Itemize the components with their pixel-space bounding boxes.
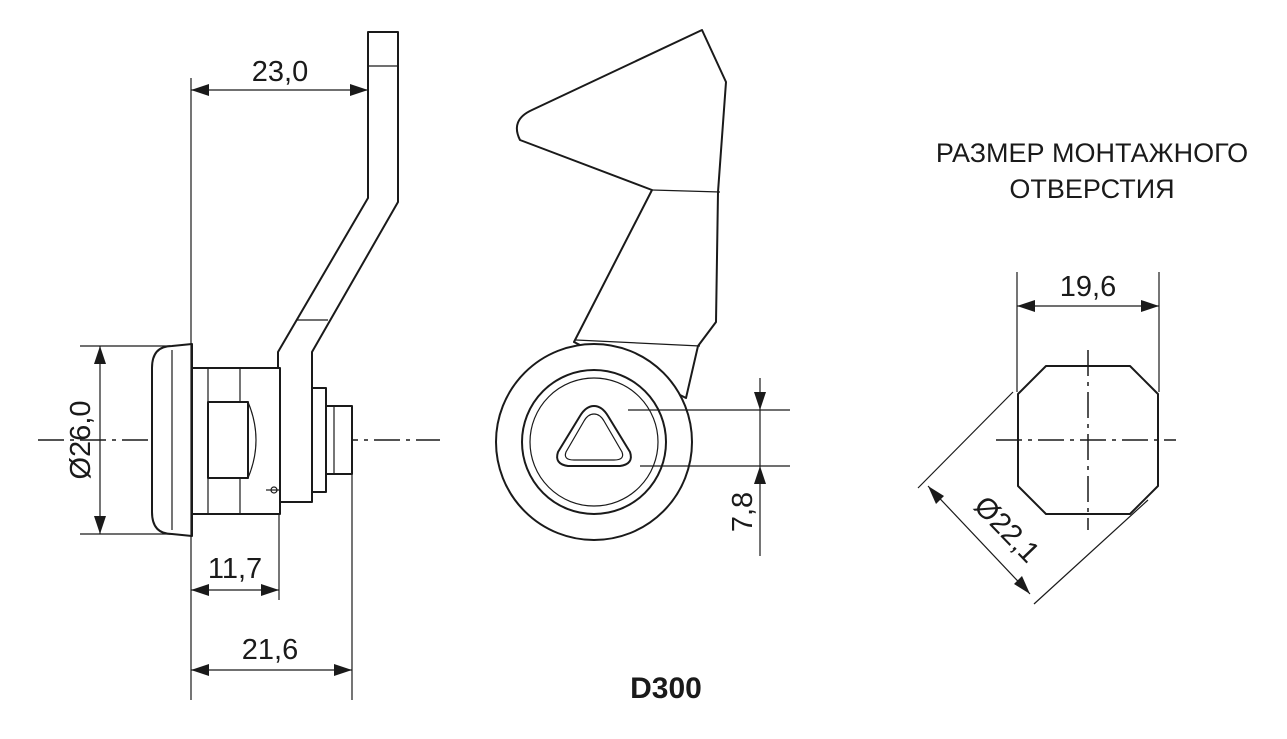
mounting-hole-title-line2: ОТВЕРСТИЯ — [1009, 174, 1174, 204]
mounting-hole-title-line1: РАЗМЕР МОНТАЖНОГО — [936, 138, 1248, 168]
arrow — [334, 664, 352, 676]
arrow — [928, 486, 944, 504]
dim-hole-diameter-line — [927, 485, 1031, 595]
dim-total-length-label: 21,6 — [242, 634, 298, 666]
dim-body-length-label: 11,7 — [208, 553, 262, 585]
dim-lever-offset-label: 23,0 — [252, 56, 308, 88]
ext-dia-2 — [1033, 499, 1149, 605]
triangle-key-inner — [564, 413, 624, 461]
dim-body-diameter-label: Ø26,0 — [65, 401, 97, 480]
lever-hook — [516, 29, 727, 399]
arrow — [94, 346, 106, 364]
arrow — [191, 84, 209, 96]
hex-nut — [207, 401, 249, 479]
screw-washer — [311, 387, 327, 493]
triangle-key-icon — [556, 405, 632, 467]
cylinder-key-circle — [529, 377, 659, 507]
lever-side — [277, 31, 399, 503]
ext-dia-1 — [917, 391, 1014, 489]
arrow — [191, 584, 209, 596]
mounting-hole-view: РАЗМЕР МОНТАЖНОГО ОТВЕРСТИЯ 19,6 Ø22,1 — [917, 138, 1248, 605]
arrow — [191, 664, 209, 676]
hook-line-2 — [575, 339, 701, 347]
arrow — [1014, 576, 1030, 594]
arrow — [754, 466, 766, 484]
arrow — [1141, 300, 1159, 312]
screw-head — [325, 405, 353, 475]
model-label: D300 — [630, 672, 702, 705]
arrow — [94, 516, 106, 534]
side-view: 23,0 Ø26,0 11,7 21,6 — [38, 31, 440, 700]
lug-pin — [270, 486, 278, 494]
arrow — [1017, 300, 1035, 312]
hex-nut-curve — [247, 401, 257, 479]
dim-hole-width-label: 19,6 — [1060, 271, 1116, 303]
arrow — [350, 84, 368, 96]
arrow — [261, 584, 279, 596]
arrow — [754, 392, 766, 410]
hook-line-1 — [651, 189, 721, 193]
dim-key-label: 7,8 — [727, 492, 759, 532]
front-view: 7,8 D300 — [495, 29, 790, 705]
